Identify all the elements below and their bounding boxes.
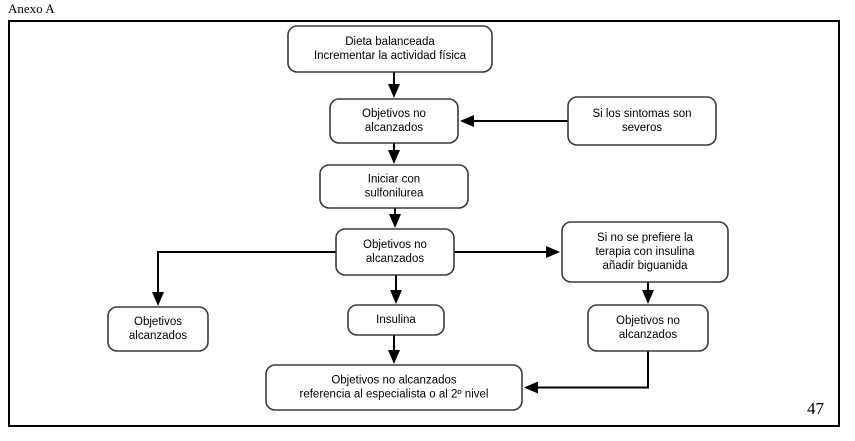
flow-edge: [524, 351, 649, 394]
flow-node-box[interactable]: [335, 228, 455, 276]
flow-node-label: Incrementar la actividad física: [314, 50, 467, 62]
flow-node-box[interactable]: [347, 304, 445, 336]
flow-node[interactable]: Objetivos no alcanzados: [335, 228, 455, 276]
flow-node[interactable]: Objetivos no alcanzados: [329, 98, 459, 144]
flow-node-box[interactable]: [319, 164, 469, 209]
flow-edge: [152, 251, 336, 306]
flow-node-label: referencia al especialista o al 2º nivel: [300, 389, 489, 401]
annex-label: Anexo A: [8, 1, 55, 16]
flow-node-box[interactable]: [567, 96, 717, 146]
flow-node[interactable]: Objetivos no alcanzados: [587, 304, 709, 352]
flow-node-label: Si los sintomas son: [592, 108, 691, 120]
flow-node-label: Objetivos no alcanzados: [331, 375, 457, 387]
flow-node-label: alcanzados: [129, 330, 187, 342]
flow-node-box[interactable]: [107, 306, 209, 352]
flow-node[interactable]: Insulina: [347, 304, 445, 336]
flow-node-label: alcanzados: [365, 122, 423, 134]
flow-node-label: severos: [622, 122, 663, 134]
flow-node-label: añadir biguanida: [602, 260, 688, 272]
flow-node-label: terapia con insulina: [595, 246, 695, 258]
flow-node-box[interactable]: [587, 304, 709, 352]
flow-node-label: alcanzados: [619, 329, 677, 341]
flow-node[interactable]: Iniciar con sulfonilurea: [319, 164, 469, 209]
flow-node[interactable]: Si los sintomas son severos: [567, 96, 717, 146]
flow-node-label: Dieta balanceada: [345, 36, 435, 48]
flow-node-label: Si no se prefiere la: [597, 232, 693, 244]
page-number: 47: [807, 399, 824, 418]
flow-node-box[interactable]: [561, 221, 729, 283]
flow-node[interactable]: Si no se prefiere la terapia con insulina…: [561, 221, 729, 283]
flow-node-label: Objetivos no: [362, 108, 426, 120]
edges-layer: [152, 72, 654, 394]
flow-node-box[interactable]: [329, 98, 459, 144]
flow-node-box[interactable]: [265, 364, 523, 411]
flow-node-label: Insulina: [376, 314, 416, 326]
flow-node-label: Objetivos: [134, 316, 182, 328]
flow-node-label: Objetivos no: [363, 239, 427, 251]
flow-node-label: Iniciar con: [368, 174, 420, 186]
flow-node-box[interactable]: [287, 25, 493, 73]
flow-node-label: Objetivos no: [616, 315, 680, 327]
flow-node[interactable]: Objetivos alcanzados: [107, 306, 209, 352]
flow-node-label: sulfonilurea: [365, 188, 424, 200]
flow-node[interactable]: Objetivos no alcanzados referencia al esp…: [265, 364, 523, 411]
flow-node-label: alcanzados: [366, 253, 424, 265]
